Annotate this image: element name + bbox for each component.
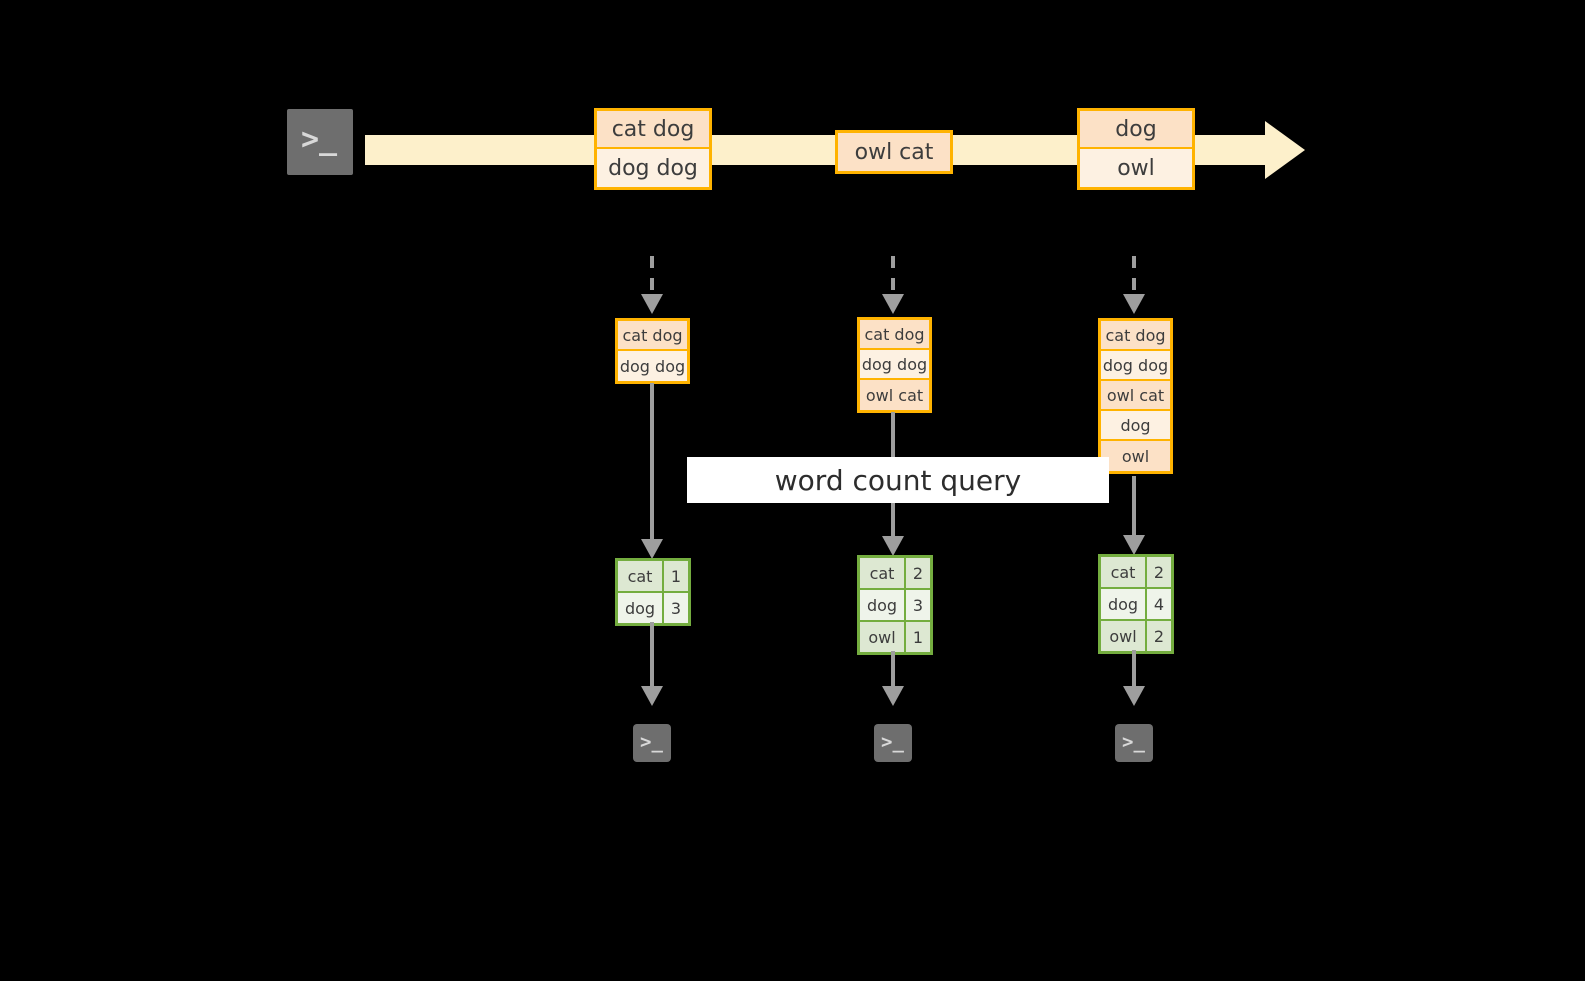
sink-terminal-icon-2: >_ — [866, 716, 920, 770]
trigger-connector-3 — [1132, 256, 1136, 298]
result-word: cat — [860, 558, 906, 588]
batch-event: dog dog — [1101, 351, 1170, 381]
result-row: owl 2 — [1101, 621, 1171, 651]
result-word: dog — [618, 593, 664, 623]
result-row: dog 3 — [618, 593, 688, 623]
trigger-connector-arrowhead-2 — [882, 294, 904, 314]
batch-event: dog dog — [860, 350, 929, 380]
query-banner: word count query — [687, 457, 1109, 503]
batch-event: cat dog — [860, 320, 929, 350]
result-word: dog — [1101, 589, 1147, 619]
sink-terminal-icon-3: >_ — [1107, 716, 1161, 770]
stream-event: cat dog — [597, 111, 709, 149]
result-word: dog — [860, 590, 906, 620]
result-count: 2 — [1147, 557, 1171, 587]
stream-event-group-3: dog owl — [1077, 108, 1195, 190]
trigger-connector-arrowhead-1 — [641, 294, 663, 314]
trigger-connector-arrowhead-3 — [1123, 294, 1145, 314]
result-word: cat — [618, 561, 664, 591]
source-terminal-icon: >_ — [277, 99, 363, 185]
result-word: owl — [860, 622, 906, 652]
stream-event: owl — [1080, 149, 1192, 187]
terminal-body — [874, 724, 912, 762]
batch-event: cat dog — [618, 321, 687, 351]
micro-batch-2-box: cat dog dog dog owl cat — [857, 317, 932, 413]
terminal-prompt-glyph: >_ — [640, 731, 663, 753]
trigger-connector-1 — [650, 256, 654, 298]
result-count: 3 — [664, 593, 688, 623]
result-table-2: cat 2 dog 3 owl 1 — [857, 555, 933, 655]
query-connector-1 — [650, 383, 654, 543]
terminal-prompt-glyph: >_ — [301, 122, 338, 157]
terminal-prompt-glyph: >_ — [881, 731, 904, 753]
result-row: cat 1 — [618, 561, 688, 593]
sink-connector-arrowhead-2 — [882, 686, 904, 706]
batch-event: dog dog — [618, 351, 687, 381]
result-row: owl 1 — [860, 622, 930, 652]
query-connector-arrowhead-3 — [1123, 535, 1145, 555]
result-word: owl — [1101, 621, 1147, 651]
result-count: 3 — [906, 590, 930, 620]
micro-batch-3-box: cat dog dog dog owl cat dog owl — [1098, 318, 1173, 474]
stream-event-group-2: owl cat — [835, 130, 953, 174]
stream-event: dog — [1080, 111, 1192, 149]
micro-batch-1-box: cat dog dog dog — [615, 318, 690, 384]
sink-terminal-icon-1: >_ — [625, 716, 679, 770]
result-table-3: cat 2 dog 4 owl 2 — [1098, 554, 1174, 654]
batch-event: dog — [1101, 411, 1170, 441]
sink-connector-arrowhead-1 — [641, 686, 663, 706]
sink-connector-3 — [1132, 650, 1136, 690]
result-row: dog 3 — [860, 590, 930, 622]
result-count: 2 — [1147, 621, 1171, 651]
result-row: cat 2 — [860, 558, 930, 590]
terminal-body — [1115, 724, 1153, 762]
stream-event: owl cat — [838, 133, 950, 171]
result-word: cat — [1101, 557, 1147, 587]
batch-event: cat dog — [1101, 321, 1170, 351]
stream-arrowhead — [1265, 121, 1305, 179]
sink-connector-2 — [891, 651, 895, 690]
query-connector-arrowhead-1 — [641, 539, 663, 559]
terminal-body — [633, 724, 671, 762]
query-banner-label: word count query — [774, 463, 1022, 497]
terminal-prompt-glyph: >_ — [1122, 731, 1145, 753]
batch-event: owl — [1101, 441, 1170, 471]
result-count: 1 — [906, 622, 930, 652]
sink-connector-1 — [650, 622, 654, 690]
result-row: cat 2 — [1101, 557, 1171, 589]
stream-event-group-1: cat dog dog dog — [594, 108, 712, 190]
result-count: 4 — [1147, 589, 1171, 619]
result-row: dog 4 — [1101, 589, 1171, 621]
terminal-body — [287, 109, 353, 175]
batch-event: owl cat — [1101, 381, 1170, 411]
stream-event: dog dog — [597, 149, 709, 187]
query-connector-3 — [1132, 476, 1136, 539]
result-count: 2 — [906, 558, 930, 588]
result-count: 1 — [664, 561, 688, 591]
query-connector-arrowhead-2 — [882, 536, 904, 556]
sink-connector-arrowhead-3 — [1123, 686, 1145, 706]
batch-event: owl cat — [860, 380, 929, 410]
trigger-connector-2 — [891, 256, 895, 298]
result-table-1: cat 1 dog 3 — [615, 558, 691, 626]
